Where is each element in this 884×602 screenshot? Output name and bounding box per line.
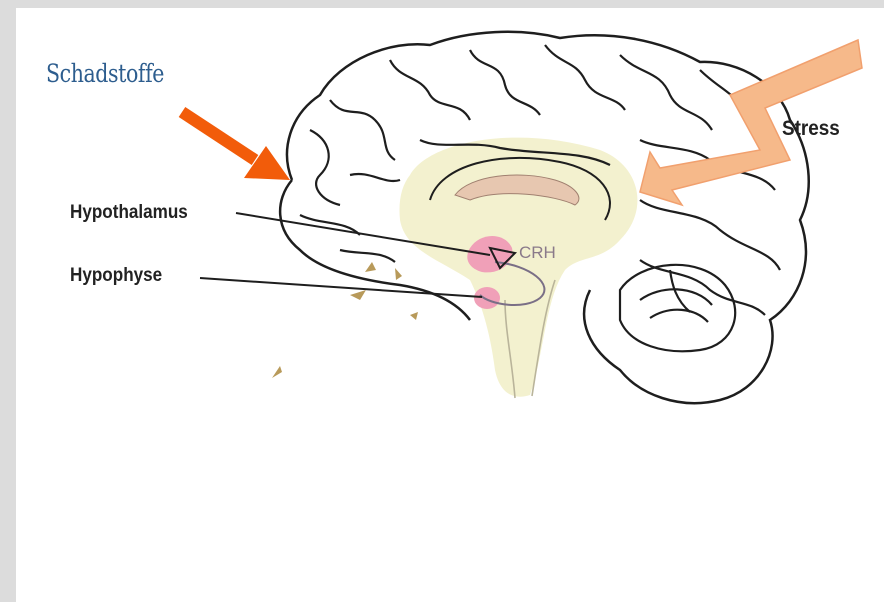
arrow-down-right-icon: [182, 112, 290, 180]
cerebellum: [620, 265, 735, 351]
scatter-marks: [272, 262, 418, 378]
pituitary-leader-line: [200, 278, 482, 297]
stress-label: Stress: [782, 118, 840, 139]
hypothalamus-label: Hypothalamus: [70, 203, 188, 222]
pollutants-label: Schadstoffe: [46, 61, 164, 86]
pituitary-label: Hypophyse: [70, 266, 162, 285]
pituitary-gland: [474, 287, 500, 309]
crh-label: CRH: [519, 244, 556, 261]
